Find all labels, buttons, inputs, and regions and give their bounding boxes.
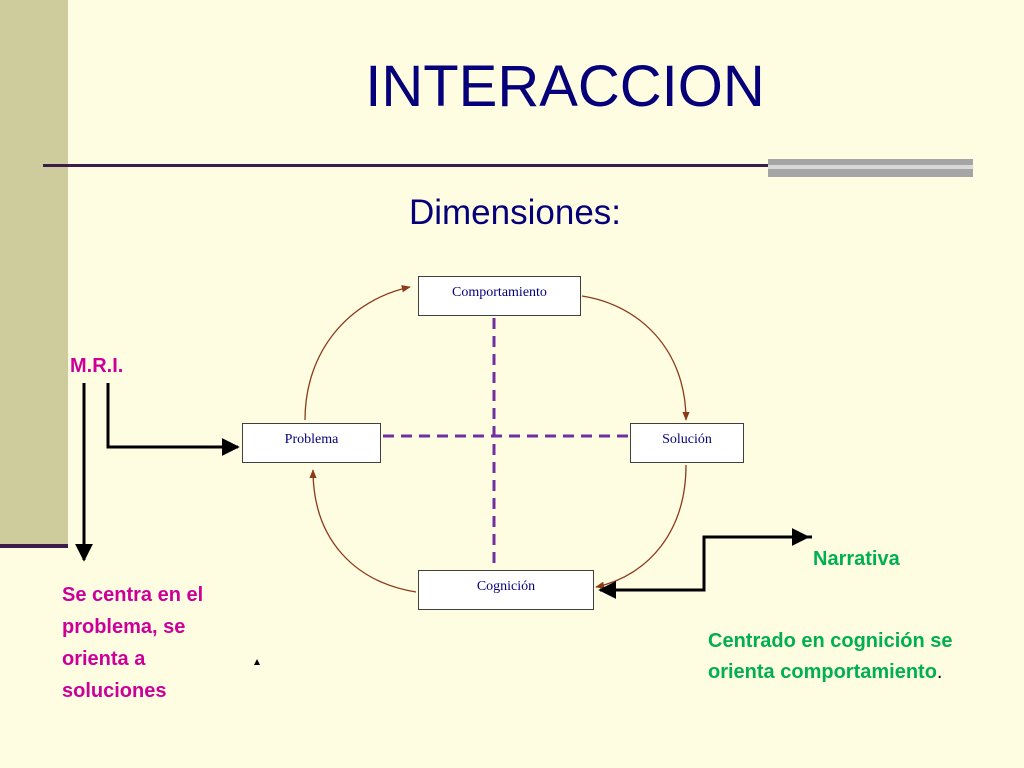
narrativa-description-text: Centrado en cognición se orienta comport… (708, 630, 953, 683)
title-rule (43, 164, 770, 167)
node-solucion: Solución (630, 423, 744, 463)
mri-description: Se centra en el problema, se orienta a s… (62, 584, 204, 702)
left-band-underline (0, 544, 68, 548)
narrativa-arrow-to-cognicion (598, 535, 812, 599)
left-decorative-band (0, 0, 68, 547)
arc-solucion-to-cognicion (595, 464, 687, 589)
arc-comportamiento-to-solucion (581, 295, 690, 421)
node-comportamiento: Comportamiento (418, 276, 581, 316)
small-triangle-marker (254, 659, 260, 665)
arc-problema-to-comportamiento (304, 285, 411, 421)
node-cognicion: Cognición (418, 570, 594, 610)
narrativa-period: . (936, 661, 943, 683)
title-rule-accent (768, 159, 973, 177)
node-problema: Problema (242, 423, 381, 463)
arc-cognicion-to-problema (309, 469, 417, 593)
narrativa-label: Narrativa (813, 548, 900, 570)
slide-title: INTERACCION (365, 54, 765, 119)
slide-subtitle: Dimensiones: (408, 193, 622, 232)
mri-label: M.R.I. (70, 355, 124, 377)
narrativa-description: Centrado en cognición se orienta comport… (708, 626, 988, 688)
mri-arrow-to-problema (106, 383, 240, 456)
